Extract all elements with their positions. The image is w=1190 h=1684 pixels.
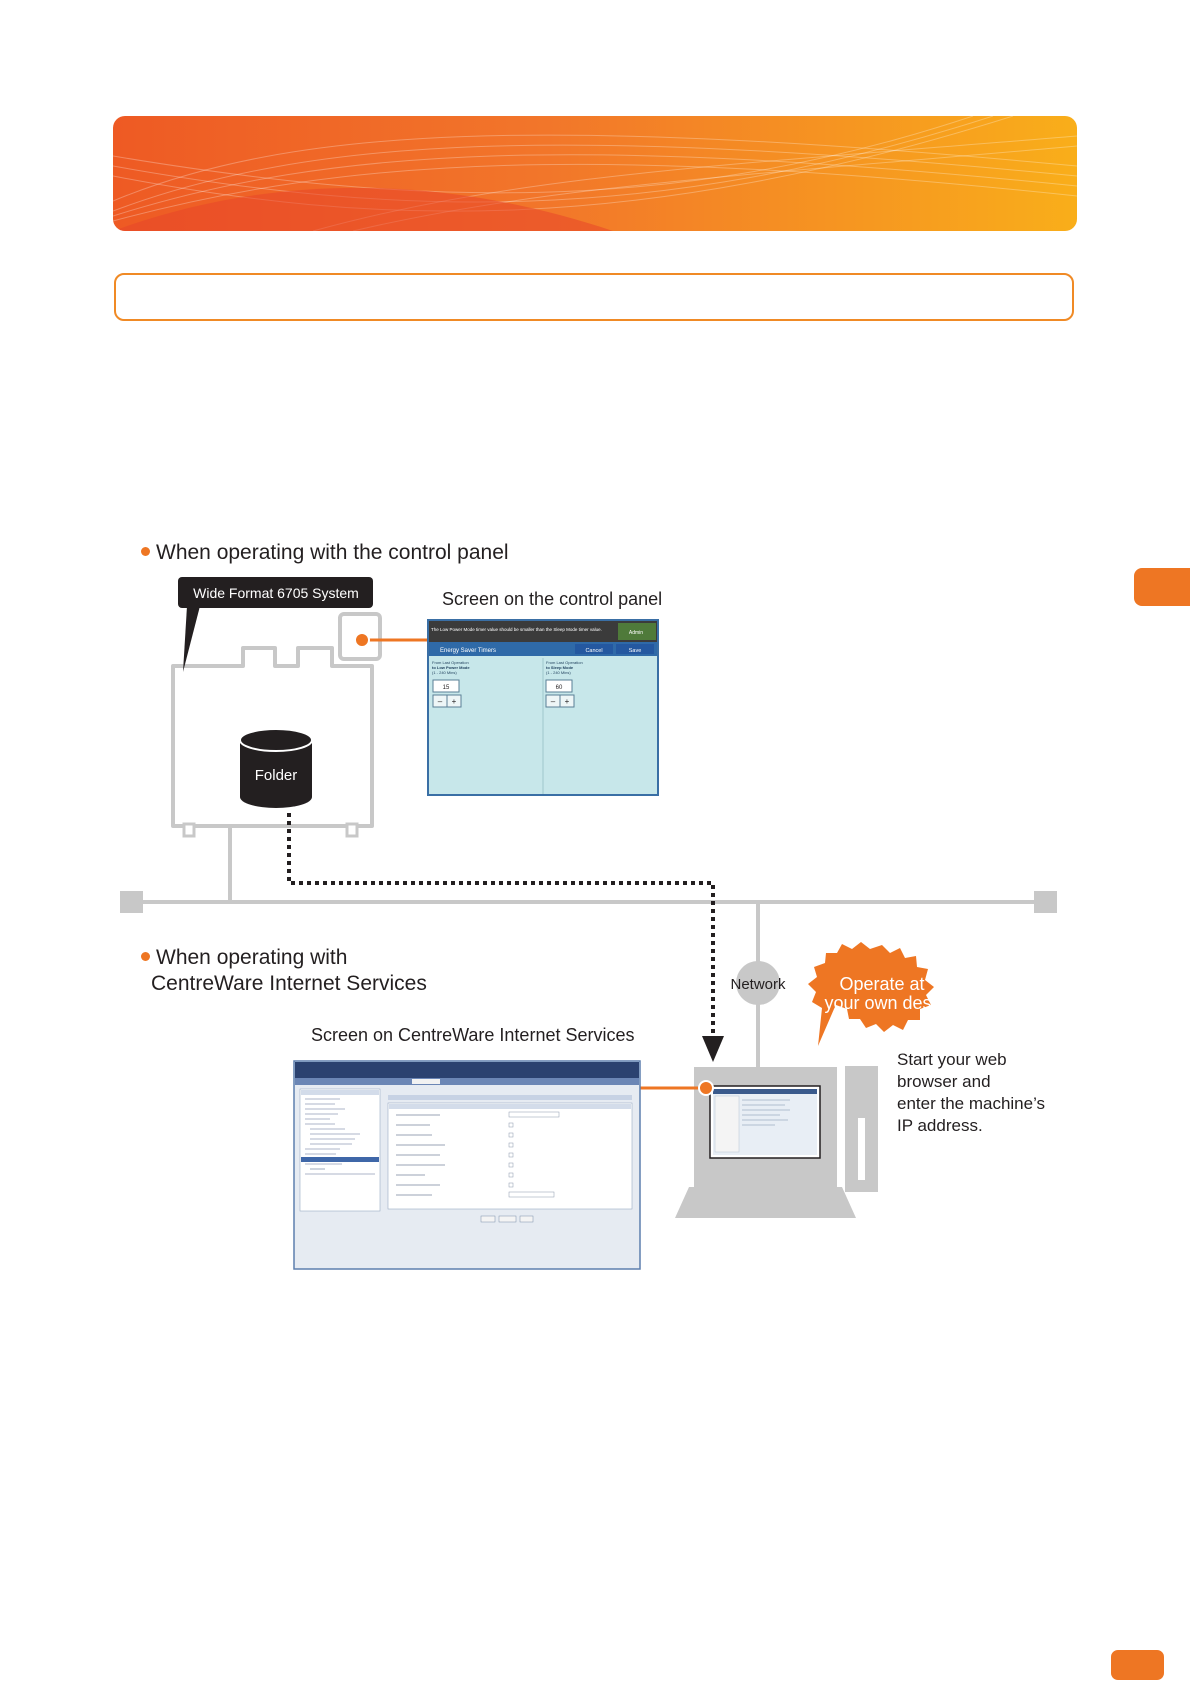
callout-line1: Operate at: [839, 974, 924, 994]
close-button[interactable]: [519, 1215, 534, 1223]
left-field-line3: (1 - 240 Mins): [432, 670, 457, 675]
right-field-line1: From Last Operation: [546, 660, 583, 665]
subtitle-box: [114, 273, 1074, 321]
bus-terminator-right: [1034, 891, 1057, 913]
increment-button[interactable]: [559, 694, 575, 708]
desk-text-line: enter the machine’s: [897, 1094, 1046, 1113]
page-number-tab: [1111, 1650, 1164, 1680]
computer-icon: [675, 1066, 878, 1218]
left-field-line1: From Last Operation: [432, 660, 469, 665]
cwis-screen: [293, 1060, 641, 1270]
cancel-button[interactable]: [575, 644, 613, 654]
folder-storage-icon: Folder: [239, 728, 313, 808]
save-button-label: Save: [629, 648, 642, 654]
cwis-screen-caption: Screen on CentreWare Internet Services: [311, 1025, 635, 1045]
operate-callout: Operate at your own desk!: [808, 942, 946, 1046]
sleep-minutes-value: 60: [556, 685, 563, 691]
control-panel-screen: The Low Power Mode timer value should be…: [427, 619, 659, 796]
sleep-minutes-field[interactable]: [545, 679, 573, 693]
bullet-icon: [141, 547, 150, 556]
cwis-heading-line2: CentreWare Internet Services: [151, 972, 427, 995]
save-button[interactable]: [616, 644, 654, 654]
desk-instructions: Start your web browser and enter the mac…: [897, 1049, 1045, 1137]
chapter-tab: [1134, 568, 1190, 606]
right-field-line2: to Sleep Mode: [546, 665, 574, 670]
device-label-callout: Wide Format 6705 System: [178, 577, 373, 672]
network-node: [736, 961, 780, 1005]
device-label: Wide Format 6705 System: [193, 585, 359, 601]
minus-icon: –: [438, 697, 443, 706]
network-label: Network: [730, 976, 786, 993]
connector-dot: [698, 1080, 714, 1096]
apply-button[interactable]: [480, 1215, 496, 1223]
folder-label: Folder: [255, 767, 298, 784]
connector-dot: [354, 632, 370, 648]
cwis-heading: When operating with: [141, 946, 347, 970]
cwis-heading-line1: When operating with: [156, 946, 348, 969]
desk-text-line: browser and: [897, 1072, 991, 1091]
left-field-line2: to Low Power Mode: [432, 665, 470, 670]
arrow-down-icon: [702, 1036, 724, 1062]
low-power-minutes-value: 15: [443, 685, 450, 691]
control-panel-heading-text: When operating with the control panel: [156, 541, 509, 564]
header-banner: [113, 116, 1077, 231]
desk-text-line: Start your web: [897, 1050, 1007, 1069]
control-panel-heading: When operating with the control panel: [141, 541, 509, 565]
desk-text-line: IP address.: [897, 1116, 983, 1135]
low-power-minutes-field[interactable]: [432, 679, 460, 693]
screen-title: Energy Saver Timers: [440, 648, 496, 654]
increment-button[interactable]: [446, 694, 462, 708]
cancel-button-label: Cancel: [585, 648, 602, 654]
admin-badge: Admin: [629, 630, 643, 636]
plus-icon: +: [565, 697, 570, 706]
data-flow-path: [287, 813, 715, 1040]
undo-button[interactable]: [498, 1215, 517, 1223]
right-field-line3: (1 - 240 Mins): [546, 670, 571, 675]
minus-icon: –: [551, 697, 556, 706]
screen-message: The Low Power Mode timer value should be…: [431, 627, 602, 632]
plus-icon: +: [452, 697, 457, 706]
bus-terminator-left: [120, 891, 143, 913]
callout-line2: your own desk!: [824, 993, 945, 1013]
control-panel-screen-caption: Screen on the control panel: [442, 589, 663, 609]
banner-graphic: [113, 116, 1077, 231]
bullet-icon: [141, 952, 150, 961]
